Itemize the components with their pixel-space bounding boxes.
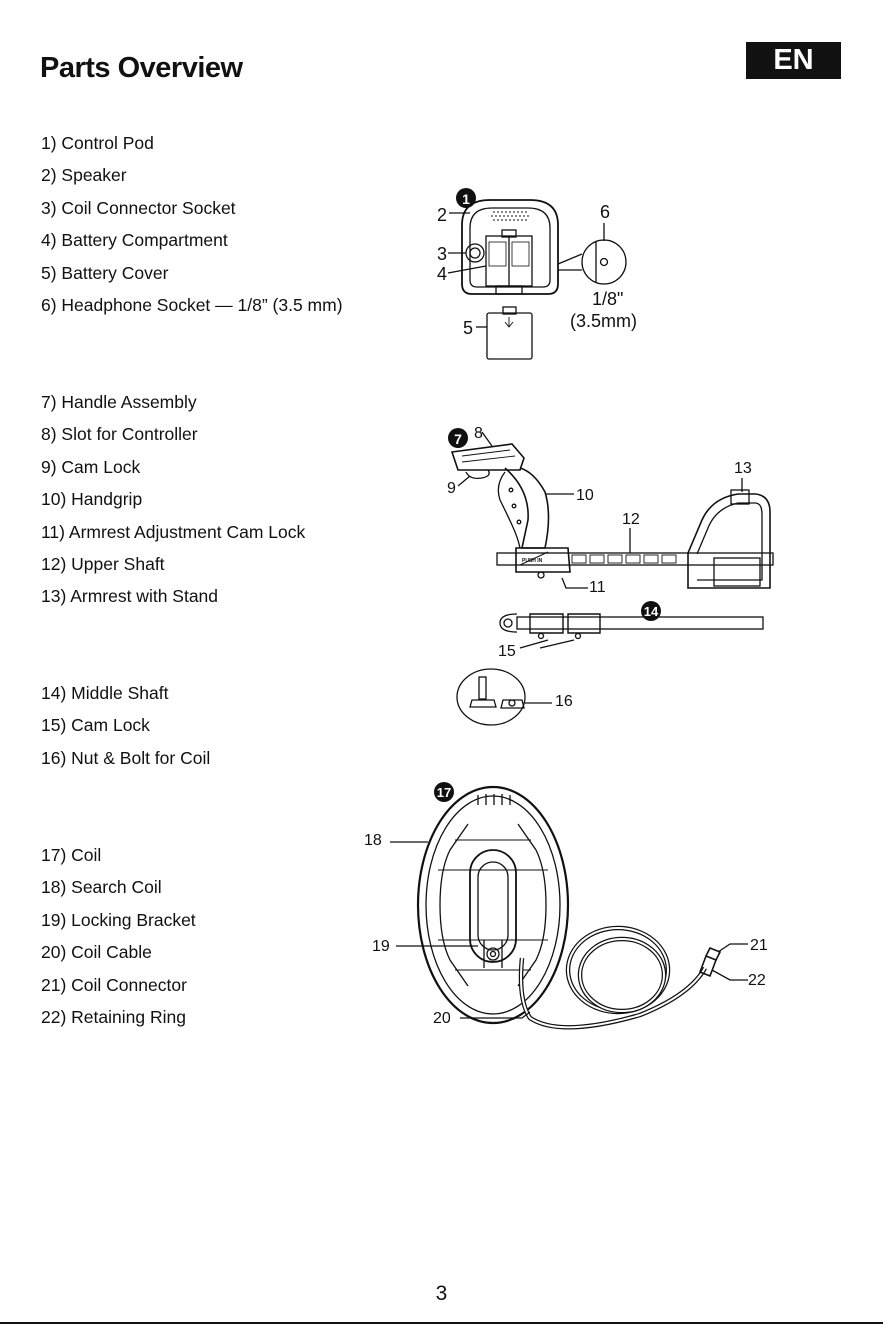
middle-shaft-figure: [456, 613, 764, 726]
callout-13: 13: [734, 460, 752, 477]
callout-18: 18: [364, 832, 382, 849]
page-number: 3: [435, 1282, 448, 1305]
callout-6: 6: [600, 202, 610, 222]
footer-rule: [0, 1322, 883, 1324]
language-badge: EN: [746, 42, 841, 79]
callout-12: 12: [622, 511, 640, 528]
callout-10: 10: [576, 487, 594, 504]
size-mm-label: (3.5mm): [570, 311, 637, 331]
page-title: Parts Overview: [40, 52, 243, 84]
list-item: 11) Armrest Adjustment Cam Lock: [41, 521, 306, 542]
list-item: 4) Battery Compartment: [41, 230, 228, 251]
callout-11: 11: [589, 579, 606, 596]
push-in-label: PUSH IN: [522, 558, 543, 564]
list-item: 22) Retaining Ring: [41, 1006, 186, 1027]
list-item: 6) Headphone Socket — 1/8” (3.5 mm): [41, 294, 343, 315]
list-item: 9) Cam Lock: [41, 456, 141, 477]
list-item: 10) Handgrip: [41, 489, 143, 510]
callout-15: 15: [498, 643, 516, 660]
callout-19: 19: [372, 938, 390, 955]
control-pod-figure: [447, 199, 627, 360]
list-item: 16) Nut & Bolt for Coil: [41, 747, 211, 768]
list-item: 21) Coil Connector: [41, 974, 187, 995]
list-item: 13) Armrest with Stand: [41, 586, 219, 607]
callout-14: 14: [644, 604, 659, 619]
callout-5: 5: [463, 318, 473, 338]
callout-20: 20: [433, 1010, 451, 1027]
callout-22: 22: [748, 972, 766, 989]
list-item: 18) Search Coil: [41, 877, 162, 898]
callout-7: 7: [454, 431, 462, 447]
list-item: 20) Coil Cable: [41, 942, 152, 963]
list-item: 1) Control Pod: [41, 133, 154, 153]
list-item: 17) Coil: [41, 845, 102, 865]
callout-1: 1: [462, 191, 470, 207]
list-item: 7) Handle Assembly: [41, 392, 197, 412]
list-item: 2) Speaker: [41, 165, 127, 186]
callout-3: 3: [437, 244, 447, 264]
callout-17: 17: [437, 785, 451, 800]
callout-2: 2: [437, 205, 447, 225]
list-item: 8) Slot for Controller: [41, 424, 198, 445]
size-fraction-label: 1/8": [592, 289, 623, 309]
parts-list-group-3: 14) Middle Shaft 15) Cam Lock 16) Nut & …: [41, 683, 210, 780]
list-item: 3) Coil Connector Socket: [41, 197, 236, 218]
list-item: 19) Locking Bracket: [41, 909, 196, 930]
parts-list-group-4: 17) Coil 18) Search Coil 19) Locking Bra…: [41, 845, 196, 1039]
search-coil-figure: [390, 785, 748, 1030]
callout-21: 21: [750, 937, 768, 954]
list-item: 5) Battery Cover: [41, 262, 169, 283]
list-item: 14) Middle Shaft: [41, 683, 169, 703]
handle-assembly-figure: [450, 431, 774, 589]
parts-list-group-2: 7) Handle Assembly 8) Slot for Controlle…: [41, 392, 305, 619]
list-item: 12) Upper Shaft: [41, 553, 165, 574]
callout-4: 4: [437, 264, 447, 284]
callout-9: 9: [447, 480, 456, 497]
callout-8: 8: [474, 425, 483, 442]
list-item: 15) Cam Lock: [41, 715, 150, 736]
callout-16: 16: [555, 693, 573, 710]
parts-list-group-1: 1) Control Pod 2) Speaker 3) Coil Connec…: [41, 133, 343, 327]
